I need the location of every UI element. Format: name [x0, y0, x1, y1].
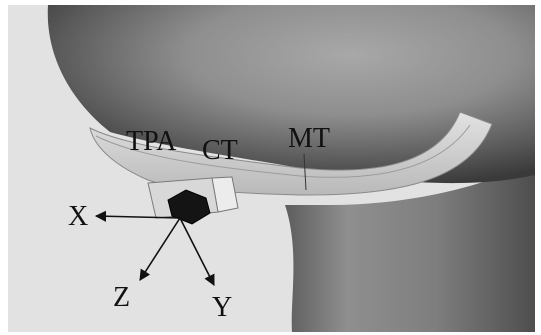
label-z-axis: Z: [113, 282, 130, 313]
label-ct: CT: [202, 135, 238, 166]
label-mt: MT: [288, 123, 330, 154]
label-tpa: TPA: [126, 126, 177, 157]
label-y-axis: Y: [212, 292, 232, 323]
label-x-axis: X: [68, 201, 88, 232]
